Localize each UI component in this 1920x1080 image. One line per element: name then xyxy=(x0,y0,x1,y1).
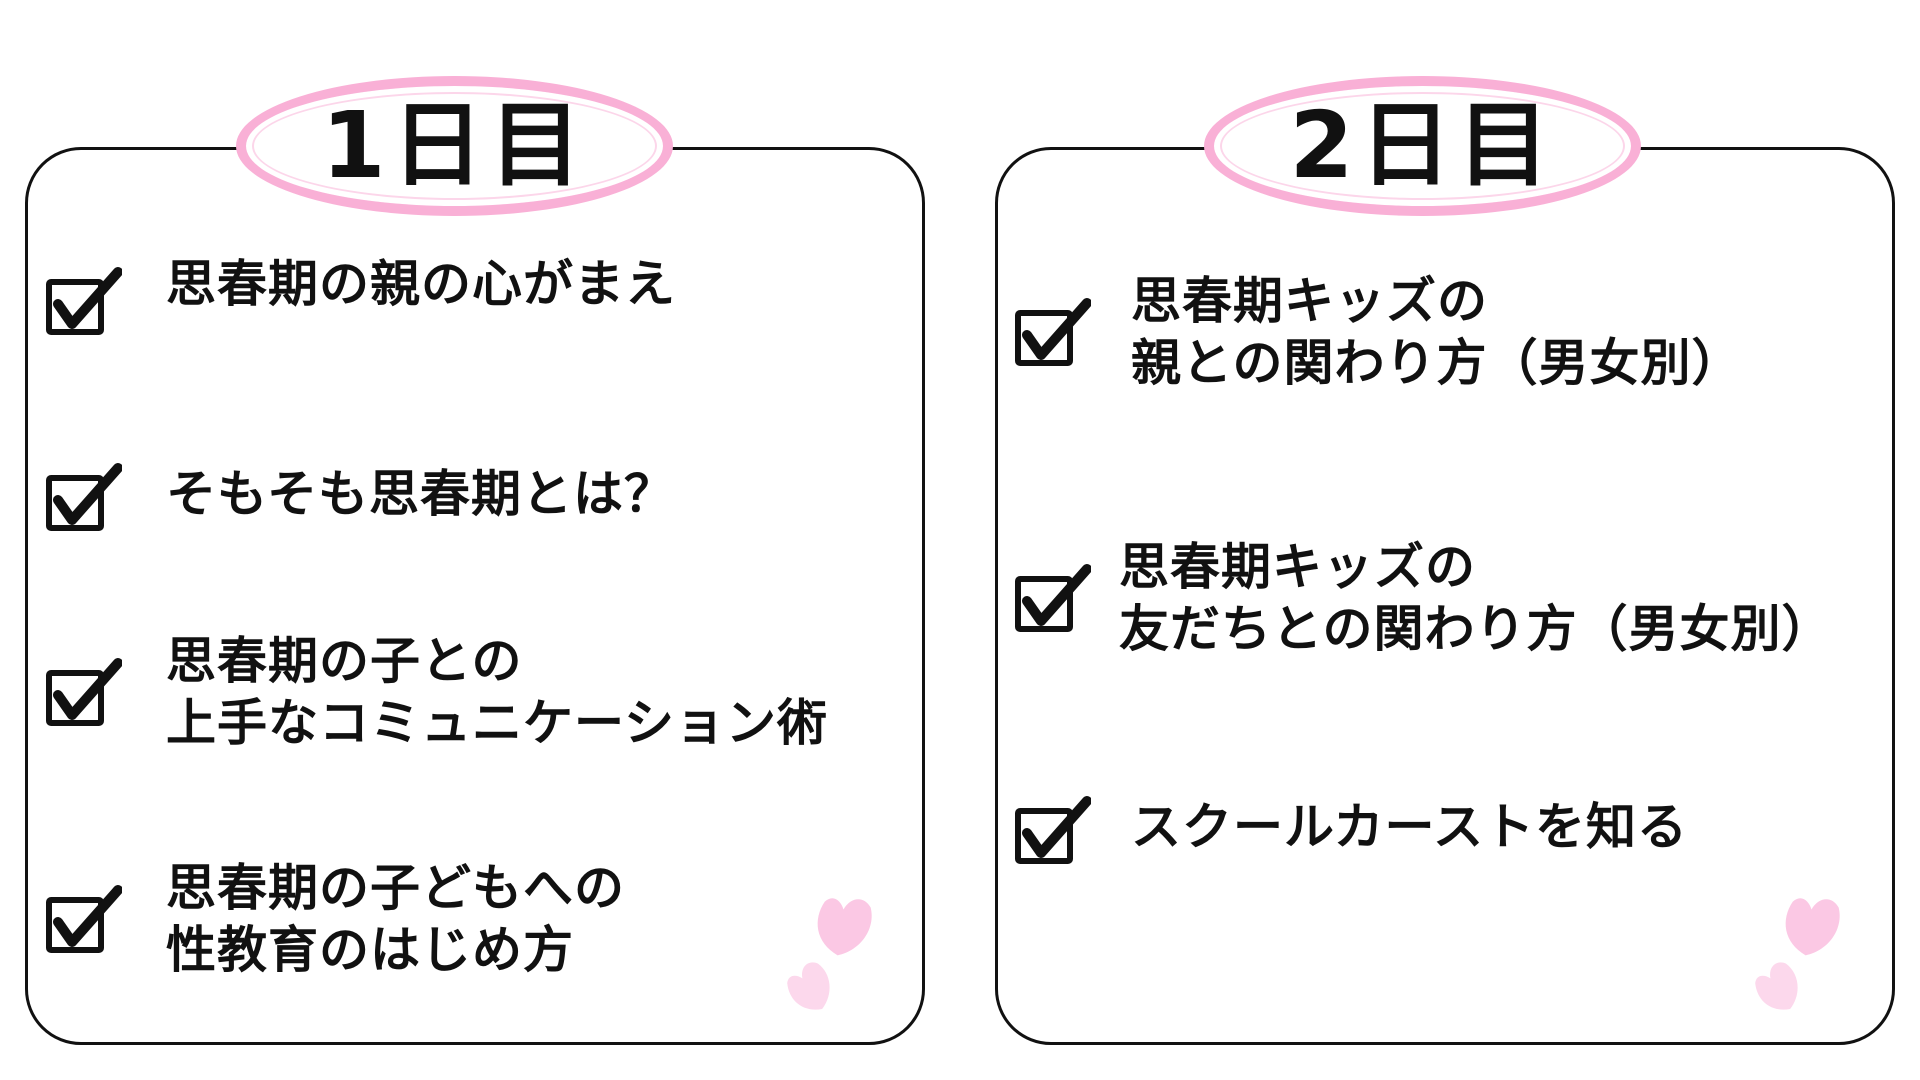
day1-item: 思春期の親の心がまえ xyxy=(46,255,676,336)
checkbox-checked-icon xyxy=(46,884,122,954)
day2-item: 思春期キッズの 親との関わり方（男女別） xyxy=(1015,270,1743,394)
day1-title-badge: 1日目 xyxy=(236,76,673,216)
item-text: 上手なコミュニケーション術 xyxy=(166,694,828,752)
item-text: 思春期の親の心がまえ xyxy=(166,255,676,313)
checkbox-checked-icon xyxy=(1015,297,1091,367)
day2-title: 2日目 xyxy=(1289,92,1556,199)
day1-title: 1日目 xyxy=(321,92,588,199)
checkbox-checked-icon xyxy=(1015,795,1091,865)
day2-panel xyxy=(995,147,1895,1045)
checkbox-checked-icon xyxy=(1015,563,1091,633)
item-text: そもそも思春期とは？ xyxy=(166,465,675,523)
item-text: 思春期の子どもへの xyxy=(166,859,625,917)
day1-item: 思春期の子との 上手なコミュニケーション術 xyxy=(46,630,828,754)
day2-item: スクールカーストを知る xyxy=(1015,795,1688,865)
day2-title-badge: 2日目 xyxy=(1204,76,1641,216)
checkbox-checked-icon xyxy=(46,462,122,532)
day2-item: 思春期キッズの 友だちとの関わり方（男女別） xyxy=(1015,536,1833,660)
item-text: 友だちとの関わり方（男女別） xyxy=(1119,600,1833,658)
day1-item: 思春期の子どもへの 性教育のはじめ方 xyxy=(46,857,625,981)
item-text: 思春期キッズの xyxy=(1119,538,1476,596)
day1-panel xyxy=(25,147,925,1045)
item-text: 性教育のはじめ方 xyxy=(166,921,574,979)
checkbox-checked-icon xyxy=(46,657,122,727)
item-text: スクールカーストを知る xyxy=(1131,798,1688,856)
item-text: 思春期の子との xyxy=(166,632,523,690)
item-text: 思春期キッズの xyxy=(1131,272,1488,330)
day1-item: そもそも思春期とは？ xyxy=(46,462,675,532)
checkbox-checked-icon xyxy=(46,266,122,336)
item-text: 親との関わり方（男女別） xyxy=(1131,334,1743,392)
